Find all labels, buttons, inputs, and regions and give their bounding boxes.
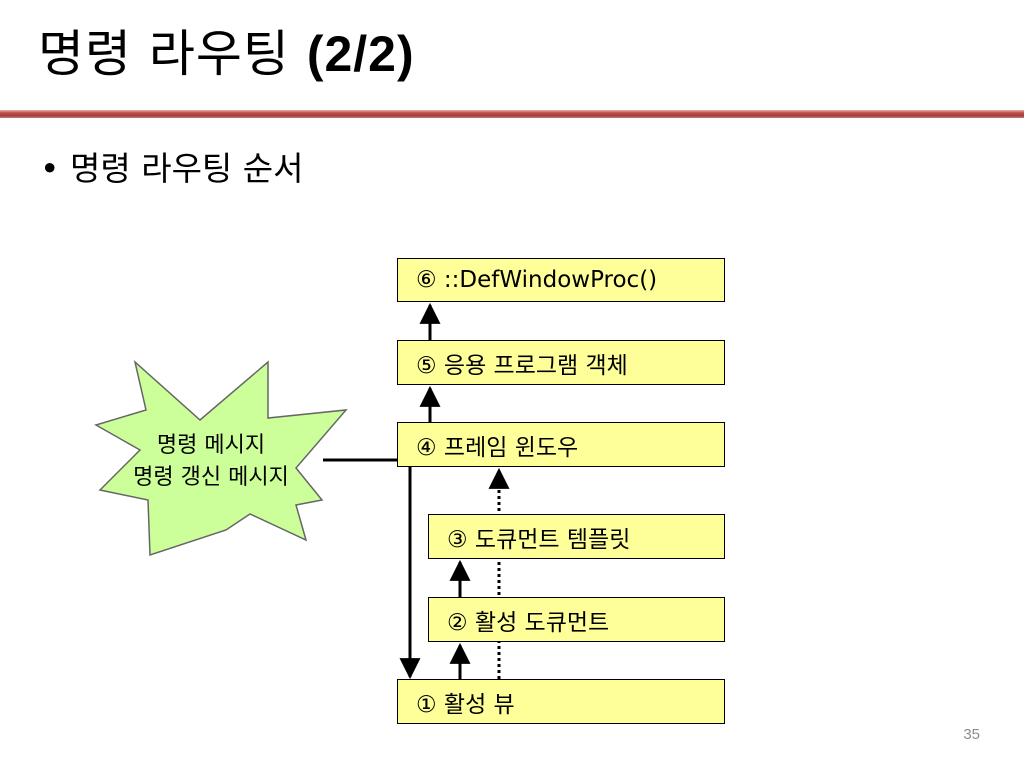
entry-arrow [323,458,421,680]
bullet-marker: • [40,149,60,188]
box-step5-application-object: ⑤ 응용 프로그램 객체 [397,340,725,385]
title-main: 명령 라우팅 [38,25,290,83]
title-suffix: (2/2) [306,26,415,82]
slide-title: 명령 라우팅 (2/2) [38,14,415,86]
burst-line-command-message: 명령 메시지 [156,433,266,458]
starburst-shape [94,359,348,557]
box-step2-active-document: ② 활성 도큐먼트 [428,597,725,642]
title-divider [0,110,1024,118]
box-step1-active-view: ① 활성 뷰 [397,679,725,724]
box-step4-frame-window: ④ 프레임 윈도우 [397,422,725,467]
burst-label: 명령 메시지 명령 갱신 메시지 [86,430,336,494]
page-number: 35 [963,726,980,743]
burst-line-update-message: 명령 갱신 메시지 [133,465,289,490]
bullet-text: 명령 라우팅 순서 [70,149,304,188]
box-step3-document-template: ③ 도큐먼트 템플릿 [428,514,725,559]
box-step6-defwindowproc: ⑥ ::DefWindowProc() [397,258,725,302]
bullet-item: • 명령 라우팅 순서 [40,142,304,190]
